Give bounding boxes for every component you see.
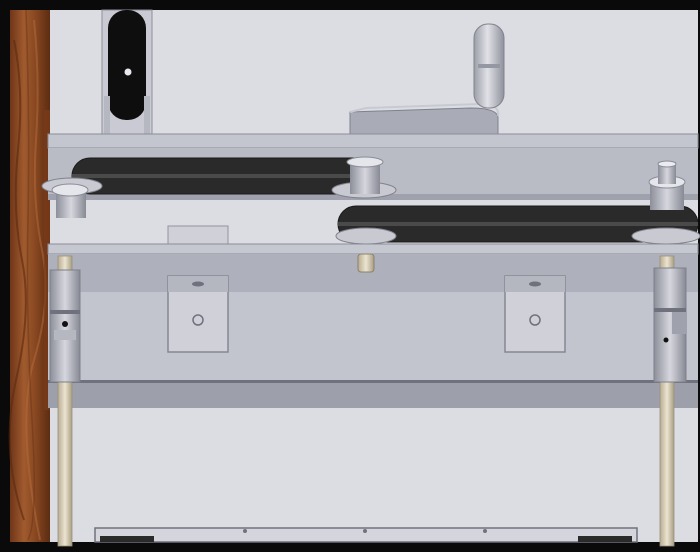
small-block	[167, 225, 229, 247]
crank-handle	[349, 23, 505, 135]
middle-plate	[47, 243, 699, 408]
center-pin	[357, 253, 375, 273]
bracket-right	[504, 275, 566, 353]
upper-belt-drive	[41, 156, 397, 218]
vertical-lever	[101, 9, 153, 136]
wood-post	[8, 9, 50, 542]
left-shaft	[49, 255, 81, 547]
right-shaft	[653, 255, 687, 547]
bracket-left	[167, 275, 229, 353]
bottom-tray	[94, 527, 638, 543]
lower-belt-drive	[335, 160, 700, 245]
